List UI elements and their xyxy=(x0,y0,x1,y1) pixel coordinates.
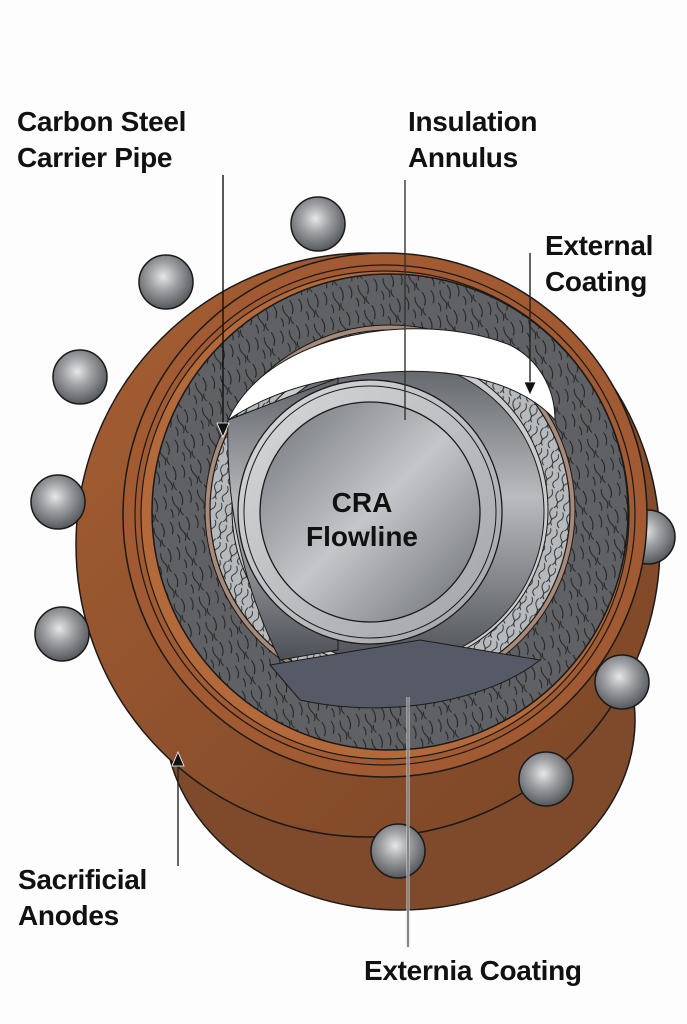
label-line: Anodes xyxy=(18,900,119,931)
anode xyxy=(518,751,574,807)
anode xyxy=(52,349,108,405)
label-line: Externia Coating xyxy=(364,955,582,986)
anode xyxy=(370,823,426,879)
anode xyxy=(30,474,86,530)
anode xyxy=(290,196,346,252)
annulus-gap xyxy=(226,328,556,422)
anode xyxy=(138,254,194,310)
cra-flowline xyxy=(227,377,542,709)
label-external-coating-bottom: Externia Coating xyxy=(364,953,582,989)
label-line: Carrier Pipe xyxy=(17,142,173,173)
anode xyxy=(34,606,90,662)
arrowhead-sacrificial-anodes xyxy=(171,750,185,767)
label-line: Flowline xyxy=(306,521,418,552)
arrowhead-carrier-pipe xyxy=(216,422,230,439)
label-line: Annulus xyxy=(408,142,518,173)
label-line: Sacrificial xyxy=(18,864,148,895)
label-line: CRA xyxy=(331,487,393,518)
label-external-coating-top: External Coating xyxy=(545,228,653,300)
label-sacrificial-anodes: Sacrificial Anodes xyxy=(18,862,147,934)
anode xyxy=(594,654,650,710)
label-line: Coating xyxy=(545,266,648,297)
arrowhead-external-coating xyxy=(523,381,537,396)
leader-lines xyxy=(171,175,537,947)
label-insulation-annulus: Insulation Annulus xyxy=(408,104,538,176)
label-line: External xyxy=(545,230,654,261)
label-line: Insulation xyxy=(408,106,538,137)
label-carbon-steel-carrier-pipe: Carbon Steel Carrier Pipe xyxy=(17,104,186,176)
label-cra-flowline: CRA Flowline xyxy=(262,486,462,554)
label-line: Carbon Steel xyxy=(17,106,187,137)
